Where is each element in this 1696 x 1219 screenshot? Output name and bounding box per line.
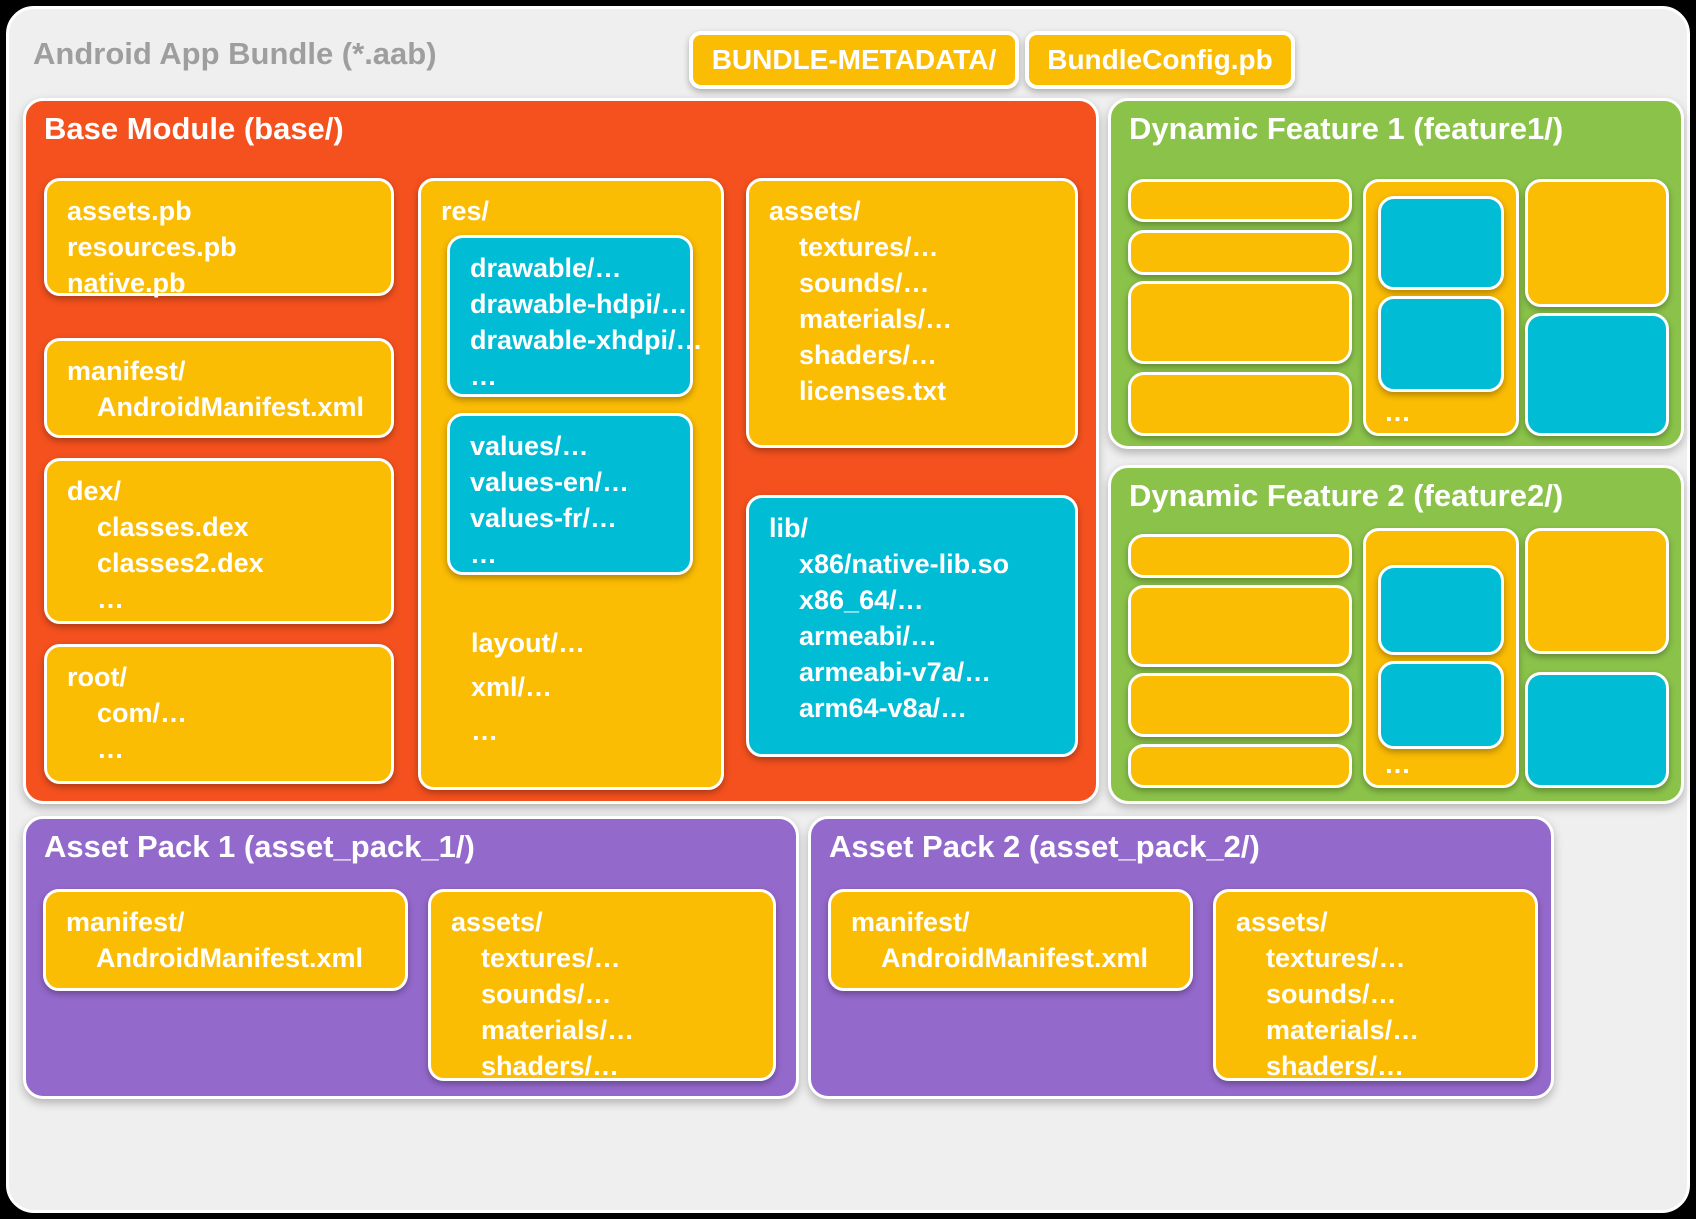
- folder-entry: lib/: [769, 513, 808, 543]
- folder-entry: shaders/…: [1266, 1051, 1405, 1081]
- folder-entry: materials/…: [1266, 1015, 1420, 1045]
- folder-entry: values/…: [470, 431, 589, 461]
- asset-pack-2-title: Asset Pack 2 (asset_pack_2/): [829, 829, 1260, 864]
- feature-config-box: [1525, 313, 1669, 436]
- folder-entry: textures/…: [799, 232, 939, 262]
- file-entry: AndroidManifest.xml: [97, 392, 365, 422]
- base-lib-box: lib/ x86/native-lib.so x86_64/… armeabi/…: [746, 495, 1078, 757]
- asset-pack-manifest-box: manifest/ AndroidManifest.xml: [828, 889, 1193, 991]
- base-root-box: root/ com/… …: [44, 644, 394, 784]
- feature-config-box: [1378, 196, 1504, 290]
- folder-entry: materials/…: [799, 304, 953, 334]
- asset-pack-assets-box: assets/ textures/… sounds/… materials/… …: [1213, 889, 1538, 1081]
- feature-file-box: [1128, 179, 1352, 222]
- feature-file-box: [1128, 230, 1352, 275]
- bundle-config-badge: BundleConfig.pb: [1025, 31, 1295, 89]
- folder-entry: manifest/: [66, 907, 185, 937]
- ellipsis-entry: …: [470, 361, 497, 391]
- ellipsis-entry: …: [470, 539, 497, 569]
- folder-entry: assets/: [1236, 907, 1328, 937]
- base-protos-box: assets.pb resources.pb native.pb: [44, 178, 394, 298]
- file-entry: AndroidManifest.xml: [881, 943, 1149, 973]
- folder-entry: values-fr/…: [470, 503, 618, 533]
- feature-res-group-box: …: [1363, 179, 1519, 436]
- feature-file-box: [1525, 528, 1669, 654]
- feature-file-box: [1128, 281, 1352, 364]
- folder-entry: assets/: [769, 196, 861, 226]
- folder-entry: manifest/: [67, 356, 186, 386]
- page-title: Android App Bundle (*.aab): [33, 36, 437, 71]
- file-entry: classes2.dex: [97, 548, 264, 578]
- ellipsis-entry: …: [97, 734, 124, 764]
- file-entry: assets.pb: [67, 196, 192, 226]
- ellipsis-entry: …: [471, 716, 498, 746]
- folder-entry: armeabi/…: [799, 621, 938, 651]
- asset-pack-manifest-box: manifest/ AndroidManifest.xml: [43, 889, 408, 991]
- folder-entry: arm64-v8a/…: [799, 693, 968, 723]
- file-entry: x86/native-lib.so: [799, 549, 1010, 579]
- folder-entry: sounds/…: [481, 979, 612, 1009]
- aab-diagram-canvas: Android App Bundle (*.aab) BUNDLE-METADA…: [6, 6, 1690, 1213]
- asset-pack-1-title: Asset Pack 1 (asset_pack_1/): [44, 829, 475, 864]
- folder-entry: dex/: [67, 476, 122, 506]
- base-module-title: Base Module (base/): [44, 111, 344, 146]
- feature-res-group-box: …: [1363, 528, 1519, 788]
- feature-config-box: [1525, 672, 1669, 788]
- folder-entry: x86_64/…: [799, 585, 924, 615]
- feature-file-box: [1128, 673, 1352, 737]
- feature-config-box: [1378, 565, 1504, 655]
- feature-config-box: [1378, 296, 1504, 392]
- folder-entry: layout/…: [471, 628, 586, 658]
- ellipsis-entry: …: [1384, 749, 1411, 779]
- bundle-metadata-badge: BUNDLE-METADATA/: [689, 31, 1019, 89]
- base-manifest-box: manifest/ AndroidManifest.xml: [44, 338, 394, 438]
- folder-entry: materials/…: [481, 1015, 635, 1045]
- folder-entry: res/: [441, 196, 490, 226]
- folder-entry: sounds/…: [799, 268, 930, 298]
- feature-file-box: [1128, 534, 1352, 578]
- file-entry: com/…: [97, 698, 188, 728]
- folder-entry: shaders/…: [799, 340, 938, 370]
- base-assets-box: assets/ textures/… sounds/… materials/… …: [746, 178, 1078, 448]
- asset-pack-2-panel: Asset Pack 2 (asset_pack_2/) manifest/ A…: [808, 816, 1554, 1099]
- file-entry: resources.pb: [67, 232, 237, 262]
- folder-entry: root/: [67, 662, 127, 692]
- file-entry: licenses.txt: [799, 376, 947, 406]
- ellipsis-entry: …: [1384, 397, 1411, 427]
- feature-file-box: [1128, 585, 1352, 667]
- folder-entry: armeabi-v7a/…: [799, 657, 992, 687]
- ellipsis-entry: …: [97, 584, 124, 614]
- feature-file-box: [1128, 372, 1352, 436]
- feature-file-box: [1525, 179, 1669, 307]
- folder-entry: assets/: [451, 907, 543, 937]
- base-res-box: res/ drawable/… drawable-hdpi/… drawable…: [418, 178, 724, 790]
- folder-entry: values-en/…: [470, 467, 630, 497]
- res-values-box: values/… values-en/… values-fr/… …: [447, 413, 693, 575]
- res-drawable-box: drawable/… drawable-hdpi/… drawable-xhdp…: [447, 235, 703, 397]
- folder-entry: drawable/…: [470, 253, 622, 283]
- folder-entry: drawable-hdpi/…: [470, 289, 688, 319]
- dynamic-feature-1-panel: Dynamic Feature 1 (feature1/) …: [1108, 98, 1684, 449]
- base-module-panel: Base Module (base/) assets.pb resources.…: [23, 98, 1099, 804]
- folder-entry: manifest/: [851, 907, 970, 937]
- base-dex-box: dex/ classes.dex classes2.dex …: [44, 458, 394, 624]
- feature-file-box: [1128, 744, 1352, 788]
- folder-entry: textures/…: [1266, 943, 1406, 973]
- feature-config-box: [1378, 661, 1504, 749]
- folder-entry: sounds/…: [1266, 979, 1397, 1009]
- res-tail-entries: layout/… xml/… …: [421, 621, 721, 753]
- file-entry: AndroidManifest.xml: [96, 943, 364, 973]
- file-entry: native.pb: [67, 268, 186, 298]
- folder-entry: drawable-xhdpi/…: [470, 325, 703, 355]
- asset-pack-assets-box: assets/ textures/… sounds/… materials/… …: [428, 889, 776, 1081]
- folder-entry: shaders/…: [481, 1051, 620, 1081]
- folder-entry: xml/…: [471, 672, 553, 702]
- folder-entry: textures/…: [481, 943, 621, 973]
- dynamic-feature-1-title: Dynamic Feature 1 (feature1/): [1129, 111, 1564, 146]
- dynamic-feature-2-panel: Dynamic Feature 2 (feature2/) …: [1108, 465, 1684, 804]
- asset-pack-1-panel: Asset Pack 1 (asset_pack_1/) manifest/ A…: [23, 816, 799, 1099]
- file-entry: classes.dex: [97, 512, 249, 542]
- dynamic-feature-2-title: Dynamic Feature 2 (feature2/): [1129, 478, 1564, 513]
